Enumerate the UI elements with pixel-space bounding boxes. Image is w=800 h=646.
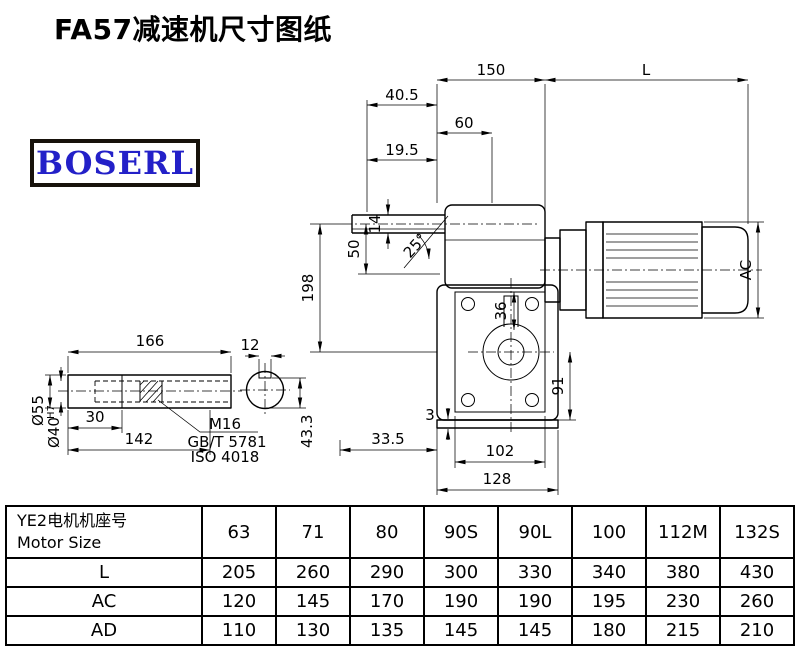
standard-gbt5781: GB/T 5781 <box>187 433 266 451</box>
table-cell: 145 <box>275 586 351 617</box>
row-label: L <box>5 557 203 588</box>
dim-36: 36 <box>492 301 510 320</box>
gearbox-main-view <box>342 204 559 434</box>
dim-33-5: 33.5 <box>371 430 404 448</box>
dim-L: L <box>642 61 651 79</box>
table-row-AD: AD 110 130 135 145 145 180 215 210 <box>5 615 795 646</box>
motor-view <box>540 221 762 319</box>
dim-166: 166 <box>136 332 165 350</box>
table-header-row: YE2电机机座号 Motor Size 63 71 80 90S 90L 100… <box>5 505 795 559</box>
thread-callout-m16: M16 <box>209 415 241 433</box>
table-cell: 205 <box>201 557 277 588</box>
table-cell: 170 <box>349 586 425 617</box>
dim-150: 150 <box>477 61 506 79</box>
dim-12: 12 <box>240 336 259 354</box>
table-cell: 260 <box>275 557 351 588</box>
table-cell: 110 <box>201 615 277 646</box>
size-col-header: 100 <box>571 505 647 559</box>
dim-198: 198 <box>299 274 317 303</box>
table-cell: 215 <box>645 615 721 646</box>
table-row-L: L 205 260 290 300 330 340 380 430 <box>5 557 795 588</box>
motor-size-header-cell: YE2电机机座号 Motor Size <box>5 505 203 559</box>
table-cell: 120 <box>201 586 277 617</box>
bottom-dimensions: 3 33.5 102 128 <box>339 406 559 495</box>
dim-60: 60 <box>454 114 473 132</box>
shaft-section-view: 12 43.3 <box>240 336 316 448</box>
size-col-header: 90L <box>497 505 573 559</box>
motor-size-header-en: Motor Size <box>17 533 102 552</box>
dim-19-5: 19.5 <box>385 141 418 159</box>
motor-size-table: YE2电机机座号 Motor Size 63 71 80 90S 90L 100… <box>5 505 795 646</box>
dim-AC: AC <box>737 260 755 280</box>
size-col-header: 132S <box>719 505 795 559</box>
dim-102: 102 <box>486 442 515 460</box>
table-cell: 145 <box>497 615 573 646</box>
size-col-header: 63 <box>201 505 277 559</box>
table-cell: 190 <box>423 586 499 617</box>
table-cell: 290 <box>349 557 425 588</box>
dim-14: 14 <box>366 214 384 233</box>
table-row-AC: AC 120 145 170 190 190 195 230 260 <box>5 586 795 617</box>
table-cell: 190 <box>497 586 573 617</box>
table-cell: 210 <box>719 615 795 646</box>
standard-iso4018: ISO 4018 <box>191 448 260 466</box>
shaft-detail-view: 166 30 142 Ø55 Ø40 H7 M16 GB/T 5781 ISO … <box>29 332 267 466</box>
dim-30: 30 <box>85 408 104 426</box>
dim-dia40-tolerance: H7 <box>46 405 57 419</box>
dim-40-5: 40.5 <box>385 86 418 104</box>
page-title: FA57减速机尺寸图纸 <box>54 13 333 46</box>
dim-43-3: 43.3 <box>298 415 316 448</box>
table-cell: 130 <box>275 615 351 646</box>
size-col-header: 71 <box>275 505 351 559</box>
table-cell: 180 <box>571 615 647 646</box>
boserl-logo-text: BOSERL <box>35 144 195 182</box>
table-cell: 300 <box>423 557 499 588</box>
table-cell: 430 <box>719 557 795 588</box>
table-cell: 135 <box>349 615 425 646</box>
dim-142: 142 <box>125 430 154 448</box>
table-cell: 145 <box>423 615 499 646</box>
side-dimensions: 14 50 198 25° AC 36 91 <box>299 199 764 421</box>
boserl-logo: BOSERL <box>30 139 200 187</box>
table-cell: 230 <box>645 586 721 617</box>
dim-128: 128 <box>483 470 512 488</box>
table-cell: 260 <box>719 586 795 617</box>
dim-91: 91 <box>549 376 567 395</box>
size-col-header: 90S <box>423 505 499 559</box>
top-dimensions: 150 L 40.5 60 19.5 <box>366 61 749 224</box>
dim-3: 3 <box>425 406 435 424</box>
size-col-header: 80 <box>349 505 425 559</box>
table-cell: 340 <box>571 557 647 588</box>
table-cell: 330 <box>497 557 573 588</box>
dim-50: 50 <box>345 239 363 258</box>
dim-25deg: 25° <box>400 230 431 262</box>
dim-dia55: Ø55 <box>29 395 47 426</box>
size-col-header: 112M <box>645 505 721 559</box>
row-label: AC <box>5 586 203 617</box>
dim-dia40: Ø40 <box>45 417 63 448</box>
table-cell: 195 <box>571 586 647 617</box>
motor-size-header-cn: YE2电机机座号 <box>17 511 128 531</box>
table-cell: 380 <box>645 557 721 588</box>
row-label: AD <box>5 615 203 646</box>
